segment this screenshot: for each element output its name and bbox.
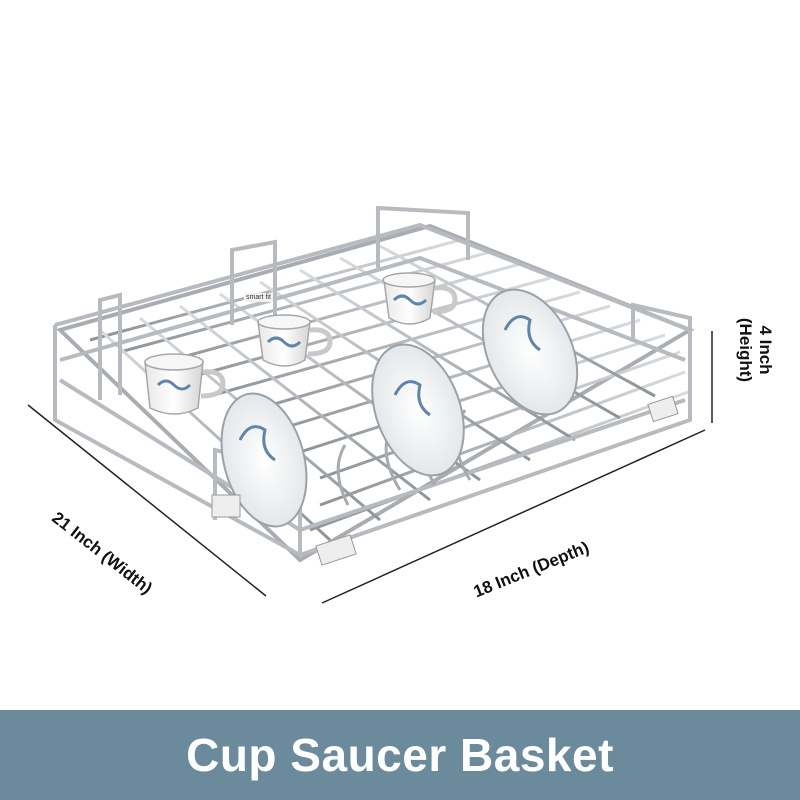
brand-label: smart fit xyxy=(244,293,273,302)
basket-frame xyxy=(53,205,692,558)
saucer xyxy=(481,288,579,416)
title-banner: Cup Saucer Basket xyxy=(0,710,800,800)
height-caption: (Height) xyxy=(736,317,755,383)
cup xyxy=(144,353,226,415)
width-dimension-line xyxy=(27,404,267,597)
basket-illustration xyxy=(27,205,713,604)
product-photo: smart fit 21 Inch (Width) 18 Inch (Depth… xyxy=(27,205,775,604)
height-dimension-label: 4 Inch (Height) xyxy=(735,315,775,385)
product-title: Cup Saucer Basket xyxy=(186,729,614,781)
depth-dimension-line xyxy=(321,429,706,604)
saucer xyxy=(220,392,308,528)
cup xyxy=(382,272,458,325)
height-value: 4 Inch xyxy=(756,325,775,375)
mounting-clip xyxy=(211,395,679,566)
cup xyxy=(257,314,333,367)
saucer xyxy=(371,343,465,477)
